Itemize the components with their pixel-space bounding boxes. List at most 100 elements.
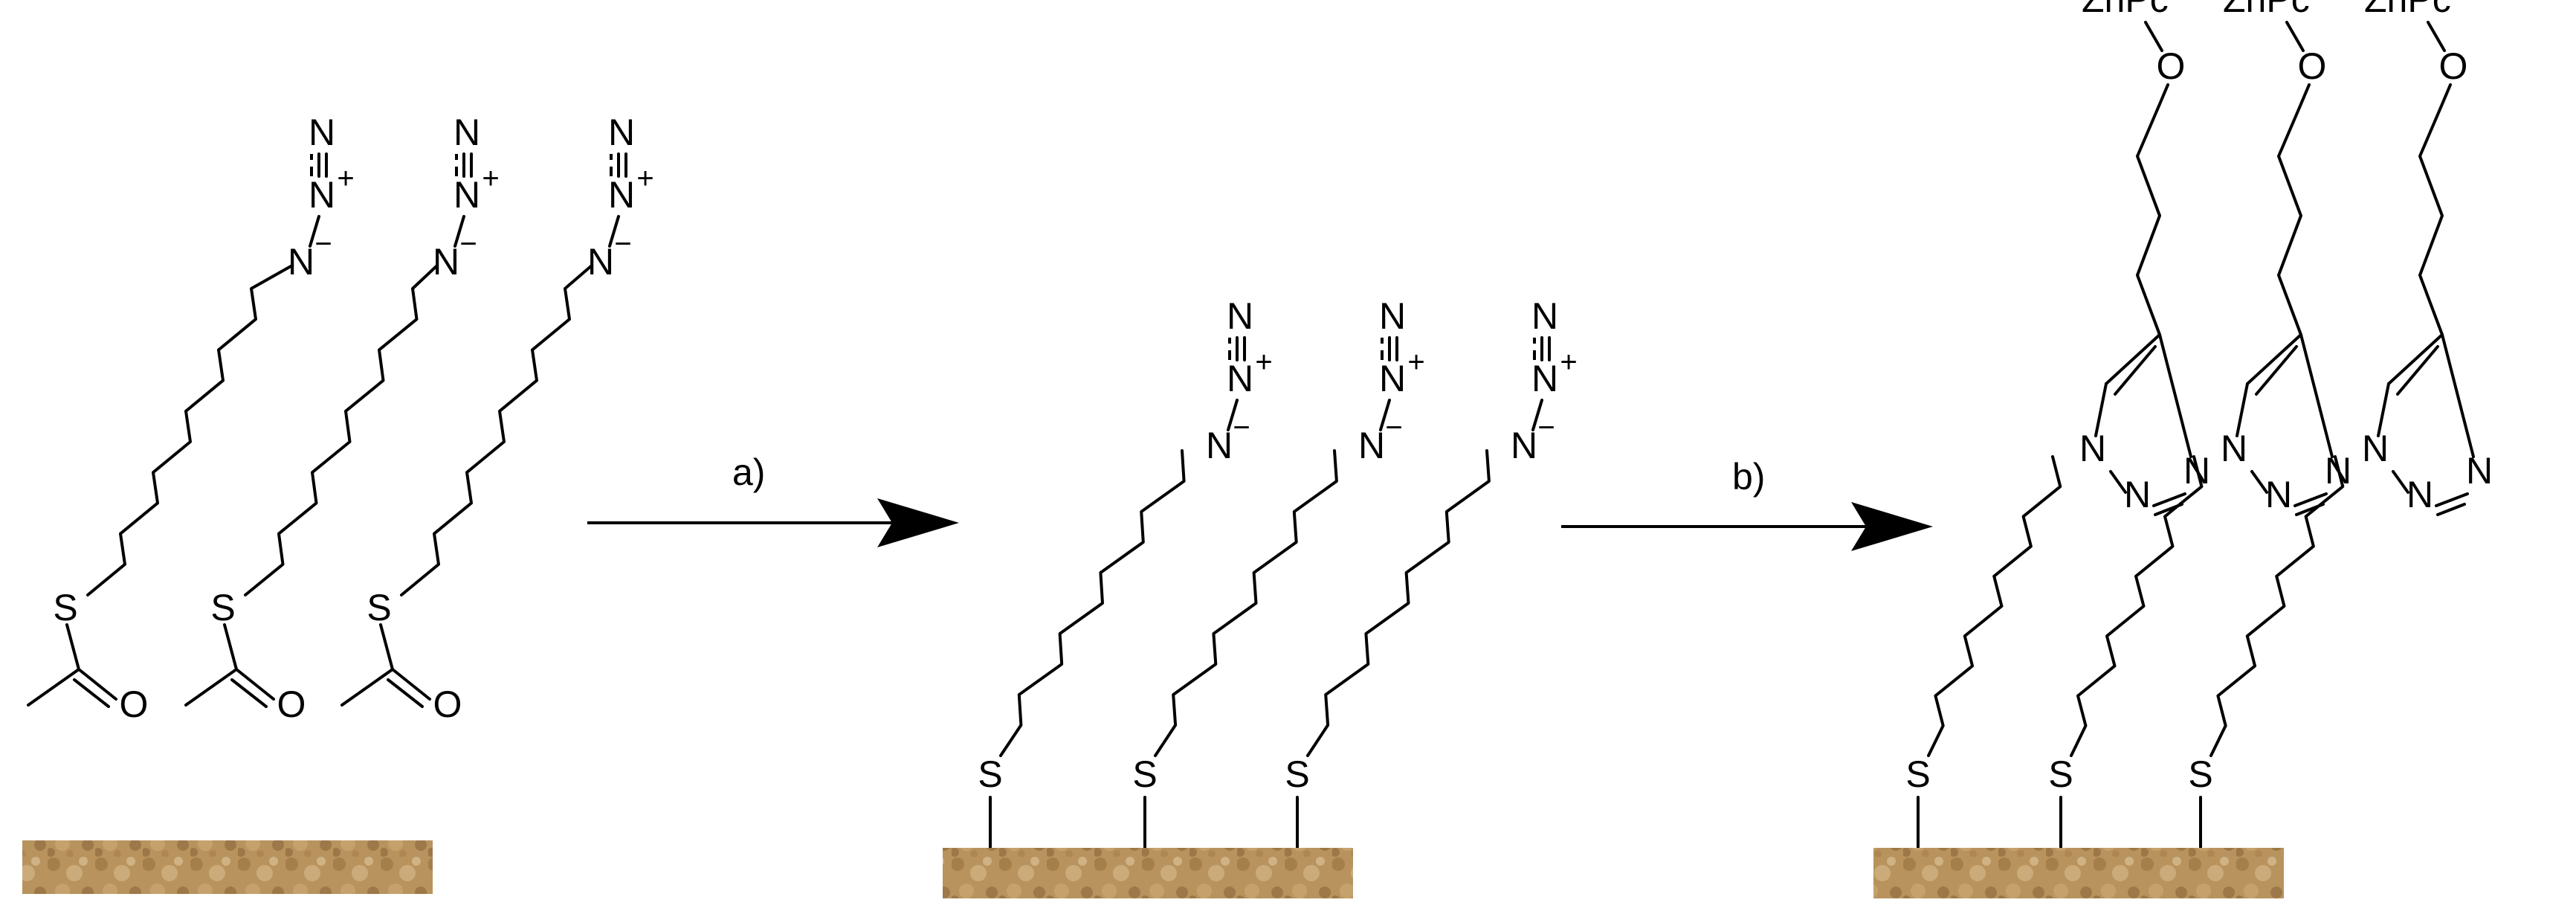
triazole-n3: N — [2325, 450, 2351, 492]
znpc-label: ZnPc — [2082, 0, 2169, 20]
c-ch3-bond — [27, 668, 80, 707]
alkyl-chain — [86, 264, 294, 596]
azide-nitrogen-1: N — [288, 241, 314, 283]
triazole-bond — [2250, 470, 2268, 494]
arrowhead-b — [1851, 502, 1933, 551]
triazole-n3: N — [2466, 450, 2493, 492]
gold-substrate-3 — [1873, 848, 2284, 898]
c-o-bond — [73, 678, 110, 708]
triazole-n1: N — [2362, 428, 2389, 469]
azide-nitrogen-3: N — [1227, 295, 1253, 337]
sulfur-atom: S — [1285, 753, 1309, 795]
triazole-n1: N — [2221, 428, 2247, 469]
alkyl-chain — [2209, 455, 2345, 757]
triazole-n2: N — [2124, 474, 2151, 515]
triazole-bond — [2377, 382, 2390, 437]
alkyl-chain — [2070, 455, 2204, 757]
triazole-bond — [2255, 345, 2298, 396]
positive-charge: + — [1255, 346, 1272, 379]
triazole-bond — [2236, 382, 2249, 437]
c-o-bond — [391, 668, 431, 701]
c-o-bond — [235, 668, 275, 701]
oxygen-atom: O — [433, 683, 462, 725]
alkyl-chain — [400, 264, 593, 596]
positive-charge: + — [337, 162, 354, 195]
c-o-bond — [77, 668, 117, 701]
negative-charge: − — [459, 228, 477, 260]
triazole-bond — [2246, 333, 2302, 385]
azide-nitrogen-3: N — [1379, 295, 1406, 337]
oxygen-atom: O — [120, 683, 149, 725]
gold-substrate-2 — [943, 848, 1353, 898]
s-c-bond — [223, 623, 238, 671]
ether-oxygen: O — [2298, 45, 2327, 87]
azide-nitrogen-2: N — [1227, 358, 1253, 399]
s-c-bond — [65, 623, 80, 671]
triazole-bond — [2441, 333, 2475, 458]
triazole-bond — [2105, 333, 2161, 385]
positive-charge: + — [1560, 346, 1577, 379]
ether-oxygen: O — [2439, 45, 2468, 87]
triazole-bond — [2293, 492, 2328, 507]
negative-charge: − — [314, 228, 332, 260]
c-o-bond — [230, 678, 268, 708]
azide-nitrogen-2: N — [309, 174, 335, 216]
o-znpc-bond — [2427, 21, 2446, 52]
negative-charge: − — [1385, 411, 1402, 444]
alkyl-chain — [1927, 455, 2062, 757]
azide-nitrogen-1: N — [1358, 425, 1385, 466]
positive-charge: + — [1407, 346, 1424, 379]
triazole-bond — [2152, 492, 2186, 507]
arrowhead-a — [877, 498, 959, 547]
triazole-bond — [2158, 333, 2192, 458]
negative-charge: − — [1537, 411, 1555, 444]
ether-oxygen: O — [2157, 45, 2186, 87]
sulfur-atom: S — [53, 587, 77, 628]
step-label-b: b) — [1732, 456, 1765, 498]
triazole-bond — [2114, 345, 2157, 396]
alkyl-chain — [1154, 449, 1338, 757]
alkyl-chain — [1306, 449, 1491, 757]
azide-nitrogen-1: N — [1511, 425, 1537, 466]
sulfur-atom: S — [1905, 753, 1930, 795]
azide-nitrogen-2: N — [1531, 358, 1558, 399]
alkyl-chain — [2418, 83, 2452, 336]
azide-nitrogen-3: N — [309, 112, 335, 153]
triazole-n2: N — [2406, 474, 2433, 515]
triazole-n1: N — [2079, 428, 2106, 469]
positive-charge: + — [482, 162, 499, 195]
oxygen-atom: O — [277, 683, 306, 725]
triazole-bond — [2392, 470, 2409, 494]
azide-bond — [608, 215, 620, 248]
azide-bond — [1379, 399, 1391, 431]
azide-bond — [1531, 399, 1543, 431]
alkyl-chain — [2277, 83, 2311, 336]
alkyl-chain — [244, 264, 439, 596]
azide-nitrogen-1: N — [587, 241, 614, 283]
s-c-bond — [379, 623, 394, 671]
triazole-bond — [2299, 333, 2334, 458]
azide-nitrogen-1: N — [433, 241, 459, 283]
azide-nitrogen-3: N — [453, 112, 480, 153]
positive-charge: + — [636, 162, 653, 195]
gold-substrate-1 — [22, 840, 433, 894]
azide-nitrogen-2: N — [1379, 358, 1406, 399]
znpc-label: ZnPc — [2223, 0, 2310, 20]
step-label-a: a) — [732, 451, 765, 493]
triazole-n3: N — [2183, 450, 2210, 492]
triazole-bond — [2094, 382, 2108, 437]
triazole-bond — [2435, 492, 2469, 507]
azide-bond — [1227, 399, 1239, 431]
c-ch3-bond — [340, 668, 394, 707]
azide-nitrogen-3: N — [1531, 295, 1558, 337]
c-o-bond — [387, 678, 424, 708]
sulfur-atom: S — [2188, 753, 2212, 795]
azide-bond — [309, 215, 320, 248]
alkyl-chain — [999, 449, 1186, 757]
sulfur-atom: S — [367, 587, 391, 628]
negative-charge: − — [614, 228, 631, 260]
sulfur-atom: S — [210, 587, 235, 628]
azide-bond — [453, 215, 465, 248]
sulfur-atom: S — [978, 753, 1002, 795]
